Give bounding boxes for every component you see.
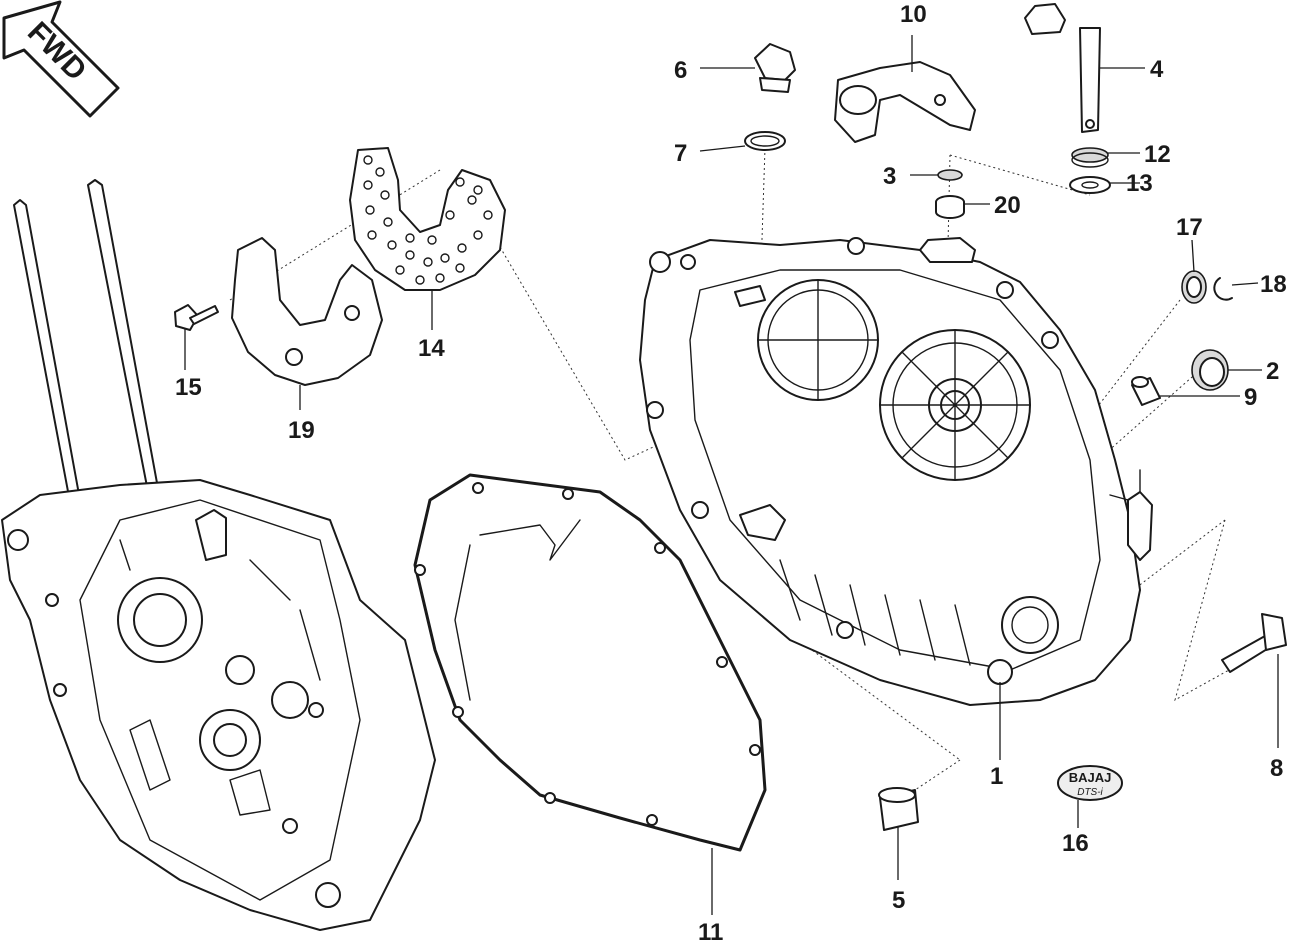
callout-18: 18 [1260, 271, 1287, 298]
oil-filler-plug [754, 43, 796, 93]
logo-brand-text: BAJAJ [1069, 770, 1112, 785]
callout-6: 6 [674, 57, 687, 84]
right-crankcase-cover [639, 237, 1153, 706]
gasket [413, 473, 767, 852]
callout-labels: 1 2 3 4 5 6 7 8 9 10 11 12 13 14 15 16 1… [175, 1, 1287, 944]
dowel-pin [1131, 376, 1161, 406]
callout-16: 16 [1062, 830, 1089, 857]
callout-17: 17 [1176, 214, 1203, 241]
bush [935, 195, 965, 219]
left-crankcase-half [1, 179, 436, 931]
callout-1: 1 [990, 763, 1003, 790]
screw [174, 304, 219, 331]
fwd-arrow-icon: FWD [2, 0, 120, 118]
callout-5: 5 [892, 887, 905, 914]
callout-12: 12 [1144, 141, 1171, 168]
callout-8: 8 [1270, 755, 1283, 782]
callout-20: 20 [994, 192, 1021, 219]
logo-model-text: DTS-i [1077, 787, 1103, 798]
oil-seal-large [1191, 349, 1229, 391]
o-ring [744, 131, 786, 151]
leader-lines [184, 35, 1279, 915]
circlip [1213, 277, 1233, 301]
washer [1069, 176, 1111, 194]
spring [1071, 147, 1109, 168]
callout-13: 13 [1126, 170, 1153, 197]
small-washer [937, 169, 963, 181]
bajaj-logo-badge: BAJAJ DTS-i [1057, 765, 1123, 801]
oil-seal-small [1181, 270, 1207, 304]
callout-11: 11 [698, 919, 723, 944]
callout-7: 7 [674, 140, 687, 167]
callout-19: 19 [288, 417, 315, 444]
callout-4: 4 [1150, 56, 1164, 83]
callout-15: 15 [175, 374, 202, 401]
clutch-lever [834, 61, 976, 143]
insulator-plate [231, 237, 383, 386]
clutch-shaft [1024, 3, 1101, 133]
callout-9: 9 [1244, 384, 1257, 411]
dowel-sleeve [878, 787, 919, 831]
callout-10: 10 [900, 1, 927, 28]
callout-3: 3 [883, 163, 896, 190]
bolt [1221, 613, 1287, 673]
perforated-plate [349, 147, 506, 291]
callout-2: 2 [1266, 358, 1279, 385]
callout-14: 14 [418, 335, 445, 362]
